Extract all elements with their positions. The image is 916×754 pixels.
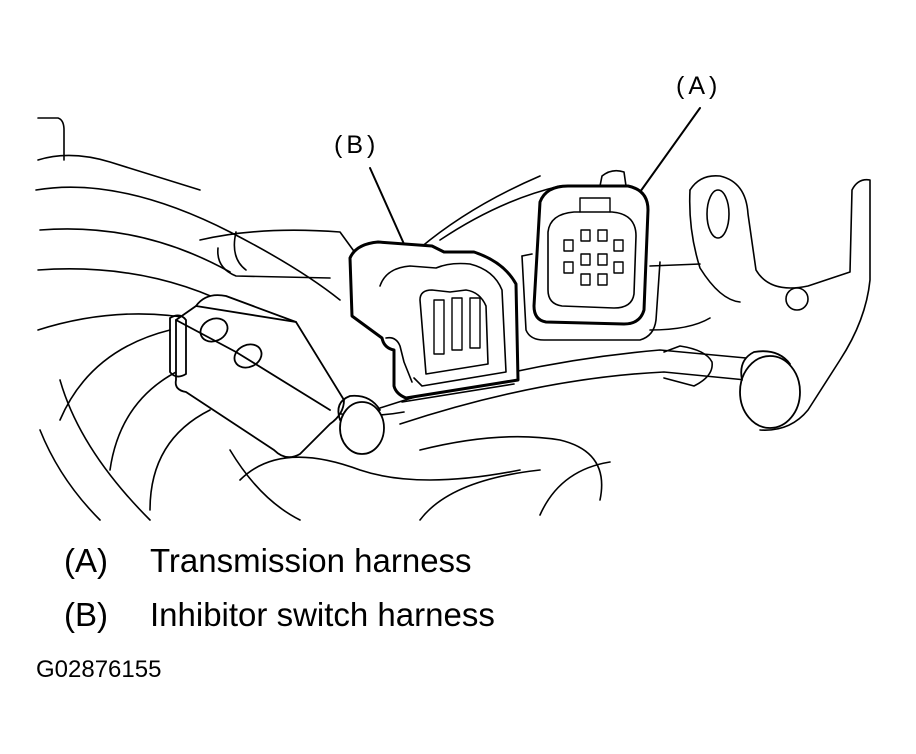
transmission-housing — [36, 118, 746, 520]
connector-b — [350, 242, 518, 402]
legend-key: (B) — [64, 596, 108, 633]
bracket-hole-icon — [197, 314, 232, 346]
legend-item-a: (A) Transmission harness — [64, 542, 472, 580]
bracket-hole-icon — [707, 190, 729, 238]
callout-label-a: (A) — [676, 72, 722, 100]
legend-key: (A) — [64, 542, 108, 579]
bolt-center-icon — [338, 396, 384, 454]
harness-connector-illustration — [0, 0, 916, 530]
bracket-hole-small-icon — [786, 288, 808, 310]
legend-item-b: (B) Inhibitor switch harness — [64, 596, 495, 634]
legend-text: Inhibitor switch harness — [150, 596, 495, 633]
bracket-hole-icon — [231, 340, 266, 372]
callout-label-b: (B) — [334, 131, 380, 159]
bolt-right-icon — [740, 351, 800, 428]
leader-line-a — [640, 108, 700, 192]
leader-line-b — [370, 168, 404, 244]
figure-id: G02876155 — [36, 656, 162, 683]
legend-text: Transmission harness — [150, 542, 472, 579]
mounting-bracket-right — [650, 176, 870, 430]
mounting-bracket-left — [170, 295, 344, 457]
connector-a — [522, 171, 660, 340]
